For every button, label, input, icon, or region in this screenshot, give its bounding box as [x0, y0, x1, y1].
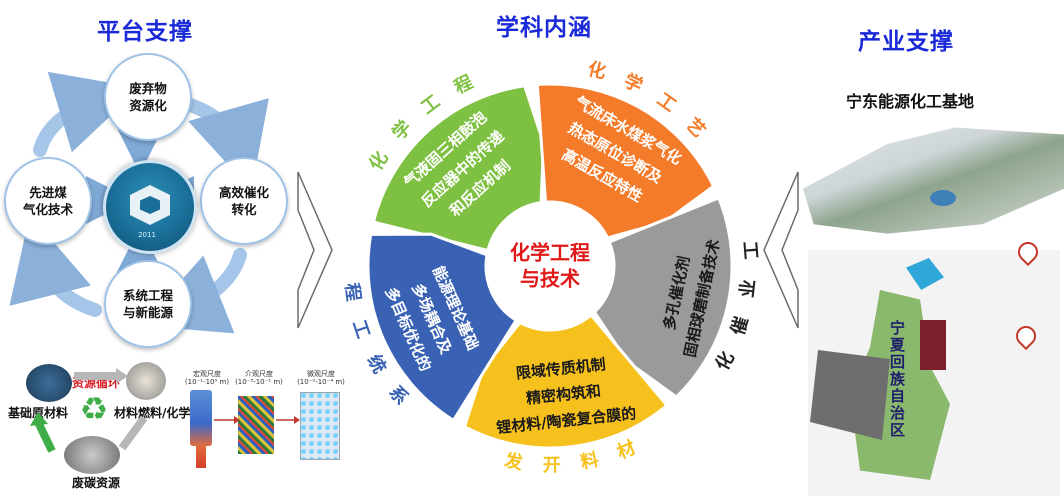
lab-badge-logo: 2011 — [103, 160, 197, 254]
resource-cycle-arrows — [30, 368, 148, 453]
badge-year: 2011 — [138, 231, 156, 239]
wheel-label-char: 化 — [365, 148, 393, 175]
industrial-park-image — [802, 127, 1064, 234]
node-catalytic-conversion: 高效催化 转化 — [200, 157, 288, 245]
heading-discipline: 学科内涵 — [496, 15, 592, 41]
node-catalytic-conversion-label: 高效催化 转化 — [218, 185, 269, 217]
label-fuel-chemicals: 材料燃料/化学品 — [114, 406, 194, 420]
node-coal-gasification-label: 先进煤 气化技术 — [22, 185, 73, 217]
reactor-macro-base — [196, 446, 206, 468]
caption-macro-scale: 宏观尺度 (10⁻¹-10⁰ m) — [184, 370, 230, 386]
wheel-label-char: 催 — [727, 314, 753, 338]
wheel-label-char: 系 — [384, 382, 412, 409]
map-region-dark — [810, 350, 890, 440]
map-region-label: 宁夏回族自治区 — [890, 319, 906, 439]
reactor-meso-image — [238, 396, 274, 454]
map-pin-icon-2 — [1011, 321, 1041, 351]
node-system-energy: 系统工程 与新能源 — [104, 260, 192, 348]
heading-industry-support: 产业支撑 — [858, 29, 954, 55]
carbon-waste-image — [64, 436, 120, 474]
map-region-darkred — [920, 320, 946, 370]
caption-meso-scale: 介观尺度 (10⁻³-10⁻¹ m) — [235, 370, 283, 386]
reactor-micro-image — [300, 392, 340, 460]
hexagon-inner-icon — [140, 196, 160, 214]
wheel-label-char: 学 — [621, 69, 647, 96]
ningxia-map: 宁夏回族自治区 — [808, 237, 1060, 496]
resource-cycle-panel: ♻ 资源循环 基础原材料 材料燃料/化学品 废碳资源 — [4, 356, 194, 496]
chevron-arrow-left — [297, 171, 333, 329]
wheel-label-char: 化 — [586, 58, 609, 84]
wheel-label-char: 艺 — [682, 114, 710, 142]
wheel-label-char: 工 — [417, 91, 444, 119]
node-waste-resource-label: 废弃物 资源化 — [129, 81, 167, 113]
chevron-arrow-right — [763, 171, 799, 329]
recycle-icon: ♻ — [79, 390, 109, 428]
wheel-segment-1 — [535, 82, 716, 240]
wheel-segment-0 — [371, 84, 546, 253]
wheel-center — [490, 206, 610, 326]
map-region-blue — [906, 258, 944, 290]
wheel-label-char: 开 — [543, 455, 561, 476]
wheel-label-char: 工 — [739, 240, 760, 260]
reactor-macro-image — [190, 390, 212, 446]
heading-platform-support: 平台支撑 — [97, 19, 193, 45]
park-lake-image — [930, 190, 956, 206]
map-pin-icon — [1013, 237, 1043, 267]
wheel-segment-2 — [592, 195, 734, 399]
node-system-energy-label: 系统工程 与新能源 — [122, 288, 173, 320]
wheel-label-char: 工 — [653, 89, 680, 117]
wheel-label-char: 统 — [363, 351, 391, 377]
wheel-label-char: 工 — [348, 317, 374, 341]
raw-material-image — [26, 364, 72, 402]
wheel-label-char: 学 — [388, 116, 416, 144]
fuel-image — [126, 362, 166, 400]
wheel-label-char: 材 — [614, 436, 639, 463]
caption-micro-scale: 微观尺度 (10⁻⁹-10⁻⁴ m) — [297, 370, 345, 386]
wheel-label-char: 程 — [451, 72, 476, 99]
scale-arrows — [214, 416, 300, 424]
discipline-wheel: 化学工程气液固三相鼓泡反应器中的传递和反应机制化学工艺气流床水煤浆气化热态原位诊… — [341, 58, 760, 476]
wheel-label-char: 发 — [502, 449, 526, 474]
wheel-segment-3 — [462, 312, 670, 450]
wheel-label-char: 料 — [579, 448, 601, 473]
wheel-segment-4 — [366, 232, 519, 423]
node-coal-gasification: 先进煤 气化技术 — [4, 157, 92, 245]
label-carbon-waste: 废碳资源 — [72, 476, 121, 490]
wheel-label-char: 业 — [737, 278, 760, 298]
wheel-center-text: 与技术 — [520, 267, 580, 291]
wheel-label-char: 程 — [341, 282, 364, 303]
wheel-label-char: 化 — [711, 348, 739, 374]
wheel-center-text: 化学工程 — [510, 241, 590, 265]
industry-title: 宁东能源化工基地 — [846, 92, 975, 111]
node-waste-resource: 废弃物 资源化 — [104, 53, 192, 141]
